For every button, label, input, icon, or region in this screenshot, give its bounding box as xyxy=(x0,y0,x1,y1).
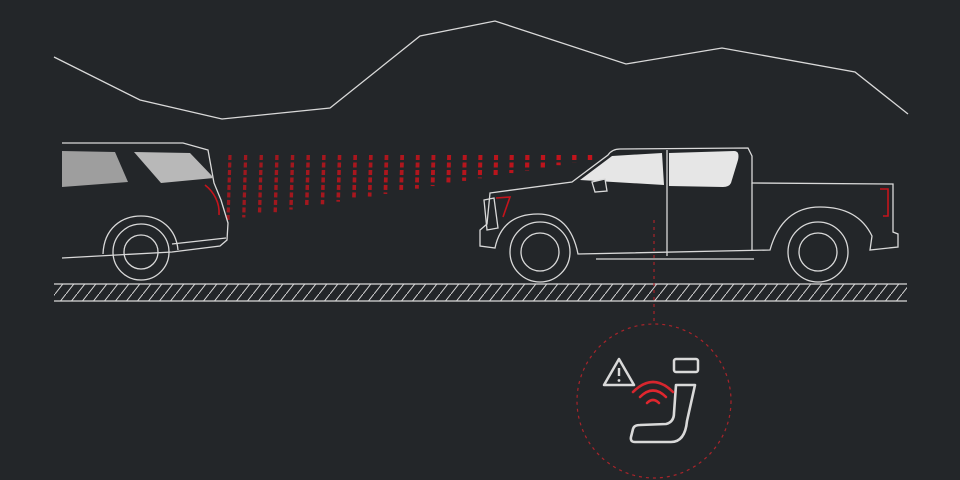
radar-beam xyxy=(304,154,310,208)
lead-vehicle-taillight xyxy=(204,184,220,216)
truck-front-window xyxy=(580,153,664,185)
radar-beam xyxy=(399,154,405,192)
truck-front-wheel xyxy=(509,221,571,283)
truck-tail-light xyxy=(880,188,889,217)
lead-vehicle-wheel-arch xyxy=(102,215,179,255)
truck-rear-window xyxy=(669,151,739,187)
radar-beam xyxy=(273,154,279,213)
truck-rear-hub xyxy=(798,232,838,272)
radar-beam xyxy=(414,154,420,189)
radar-beam xyxy=(446,154,452,184)
truck-cab-and-hood xyxy=(479,147,899,255)
mountain-skyline xyxy=(53,20,909,120)
lead-vehicle-hub xyxy=(123,234,159,270)
safety-alert-seat-callout xyxy=(576,323,732,479)
warning-triangle-icon xyxy=(602,357,636,387)
truck-rear-wheel xyxy=(787,221,849,283)
lead-vehicle-rear-window xyxy=(62,151,128,187)
lead-vehicle-side-window xyxy=(134,152,214,183)
truck-headlight xyxy=(495,196,512,218)
lead-vehicle-bumper xyxy=(171,237,227,245)
radar-beam xyxy=(383,154,389,194)
radar-beam xyxy=(352,154,358,200)
radar-beam xyxy=(336,154,342,202)
lead-vehicle-body xyxy=(61,142,229,259)
alert-circle xyxy=(576,323,732,479)
radar-beam xyxy=(367,154,373,197)
radar-beam xyxy=(477,154,483,179)
pickup-truck xyxy=(479,147,899,283)
radar-beam xyxy=(289,154,295,210)
lead-vehicle xyxy=(61,142,229,281)
radar-beam xyxy=(493,154,499,176)
radar-sensor-beams xyxy=(226,154,593,221)
lead-vehicle-wheel xyxy=(112,223,170,281)
radar-beam xyxy=(242,154,248,218)
radar-beam xyxy=(257,154,263,215)
seat-icon xyxy=(629,383,697,444)
radar-beam xyxy=(320,154,326,205)
road xyxy=(54,283,907,302)
truck-front-hub xyxy=(520,232,560,272)
haptic-vibration-icon xyxy=(631,380,675,405)
headrest-icon xyxy=(672,357,700,374)
side-mirror xyxy=(591,178,608,193)
truck-grille xyxy=(483,197,499,231)
radar-beam xyxy=(430,154,436,187)
radar-beam xyxy=(462,154,467,181)
radar-beam xyxy=(226,154,232,221)
